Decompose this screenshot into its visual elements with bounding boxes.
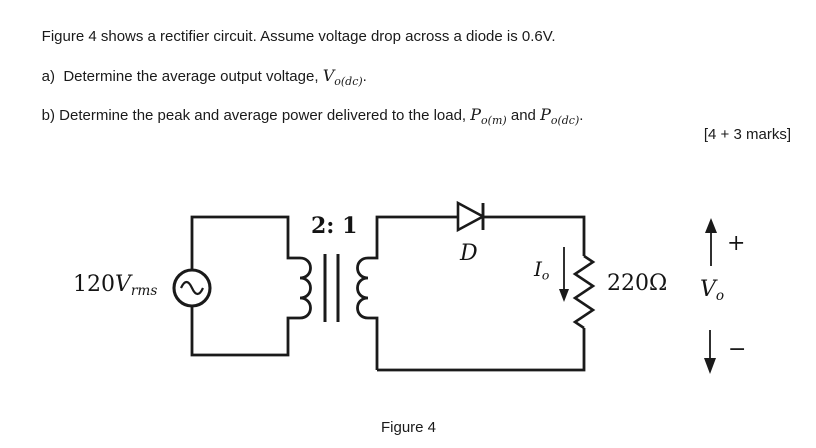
current-subscript: o — [541, 267, 550, 283]
output-subscript: o — [715, 287, 725, 304]
transformer-ratio-label: 2: 1 — [311, 213, 358, 239]
part-b-and: and — [506, 107, 541, 124]
part-b-period: . — [579, 107, 584, 124]
part-b-subscript-2: o(dc) — [550, 114, 580, 127]
part-b-symbol-2: P — [540, 105, 551, 124]
question-part-b: b) Determine the peak and average power … — [25, 85, 584, 151]
transformer-icon — [299, 254, 369, 322]
marks-allocation: [4 + 3 marks] — [703, 126, 791, 143]
output-symbol: V — [700, 277, 716, 302]
question-intro: Figure 4 shows a rectifier circuit. Assu… — [25, 7, 556, 67]
figure-caption: Figure 4 — [381, 419, 437, 436]
diode-icon — [456, 200, 486, 233]
transformer-primary-coil — [299, 256, 312, 320]
minus-sign: − — [728, 337, 747, 362]
part-a-subscript: o(dc) — [334, 75, 363, 88]
output-voltage-label: Vo — [700, 277, 724, 304]
part-b-text: b) Determine the peak and average power … — [41, 107, 471, 124]
ac-source-icon — [172, 268, 212, 308]
transformer-core — [323, 254, 340, 322]
source-subscript: rms — [130, 282, 158, 299]
current-symbol: I — [534, 257, 542, 281]
part-b-symbol-1: P — [470, 105, 482, 124]
transformer-secondary-coil — [356, 256, 369, 320]
secondary-loop-wire — [368, 215, 586, 372]
part-a-text: a) Determine the average output voltage, — [41, 68, 323, 85]
part-b-subscript-1: o(m) — [481, 114, 507, 127]
diode-label: D — [460, 241, 478, 266]
question-part-a: a) Determine the average output voltage,… — [25, 46, 367, 112]
resistor-value-label: 220Ω — [607, 271, 668, 296]
voltage-up-arrow-icon — [705, 218, 717, 266]
source-value: 120 — [73, 272, 115, 297]
plus-sign: + — [727, 231, 746, 256]
source-symbol: V — [115, 272, 131, 297]
question-intro-text: Figure 4 shows a rectifier circuit. Assu… — [41, 28, 556, 45]
resistor-icon — [572, 254, 596, 330]
part-a-period: . — [362, 68, 367, 85]
output-current-label: Io — [534, 257, 549, 282]
source-voltage-label: 120Vrms — [73, 272, 157, 299]
voltage-down-arrow-icon — [704, 330, 716, 374]
primary-loop-wire — [190, 215, 300, 357]
part-a-symbol: V — [322, 66, 335, 85]
current-arrow-icon — [559, 247, 569, 302]
